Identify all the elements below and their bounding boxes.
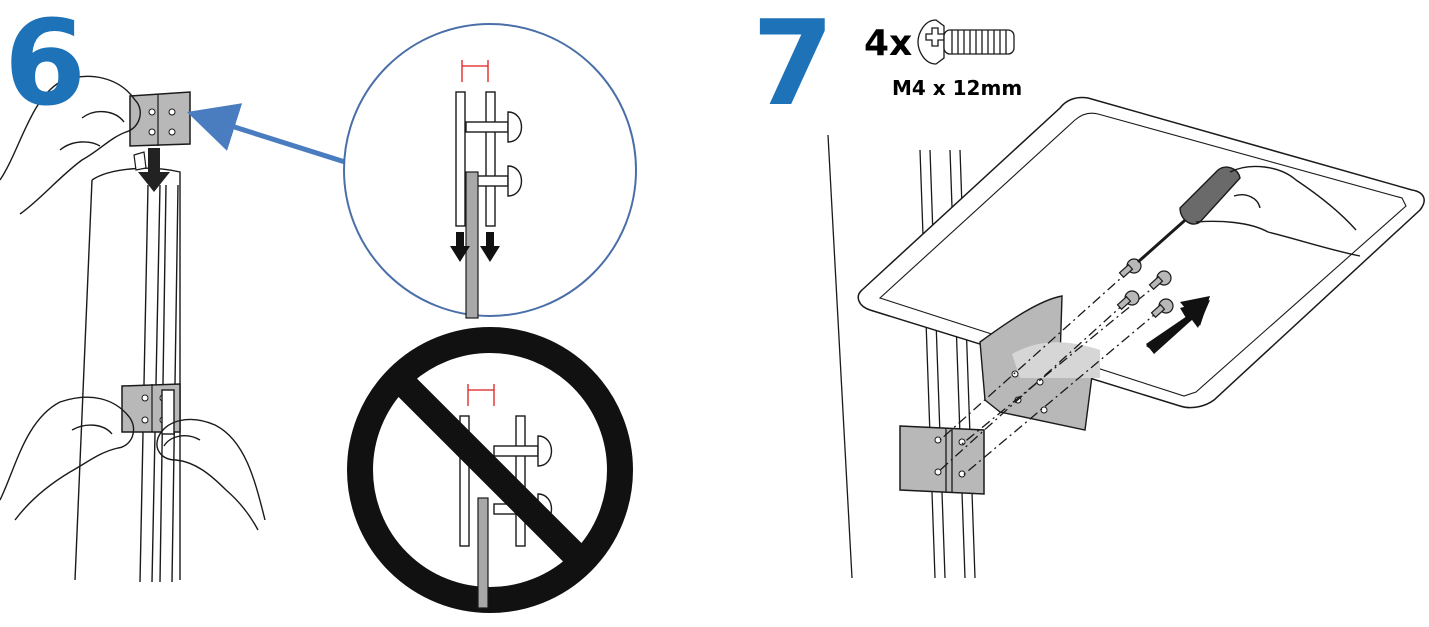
step-7-number: 7 <box>752 0 835 132</box>
step7-screws <box>1116 258 1174 319</box>
dimension-marker-incorrect <box>467 384 495 406</box>
step7-pole <box>827 134 976 579</box>
screw-icon <box>917 19 1015 65</box>
detail-pointer-arrow <box>186 103 346 165</box>
dimension-marker-correct <box>461 60 489 82</box>
down-arrow-icon <box>133 148 170 192</box>
prohibited-sign-icon <box>347 327 633 613</box>
step7-alignment-lines <box>937 269 1161 477</box>
screw-quantity: 4x <box>864 23 913 64</box>
step6-top-hand <box>0 75 141 215</box>
step-6-number: 6 <box>4 0 87 132</box>
screwdriver-icon <box>1137 166 1241 264</box>
step6-pole <box>74 167 181 583</box>
push-arrow-icon <box>1146 296 1210 354</box>
detail-correct-fit <box>450 91 523 319</box>
step7-shelf-bracket <box>979 295 1100 431</box>
step7-shelf <box>857 96 1425 409</box>
step6-top-bracket <box>129 91 191 147</box>
screw-spec: M4 x 12mm <box>892 76 1023 100</box>
step7-hand <box>1195 165 1361 257</box>
step6-bottom-hands <box>0 396 266 531</box>
step6-bottom-bracket <box>121 383 181 435</box>
